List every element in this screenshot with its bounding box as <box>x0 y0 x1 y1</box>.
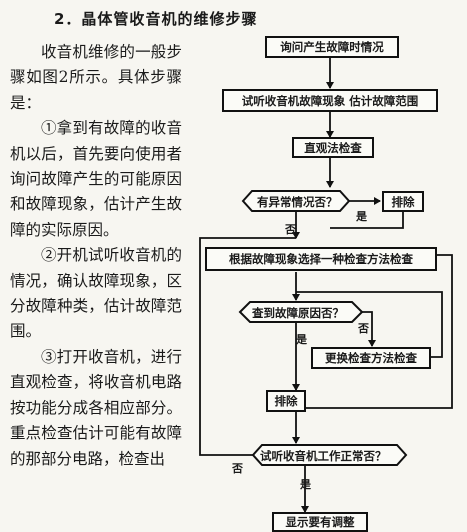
label-yes-3: 是 <box>300 478 311 491</box>
flow-step-inquire: 询问产生故障时情况 <box>265 36 399 58</box>
flow-step-listen: 试听收音机故障现象 估计故障范围 <box>222 89 438 112</box>
label-yes-1: 是 <box>356 210 367 223</box>
flow-decision-normal: 试听收音机工作正常否？ <box>260 449 387 463</box>
paragraph-step-2: ②开机试听收音机的情况，确认故障现象，区分故障种类，估计故障范围。 <box>10 246 182 341</box>
flow-decision-found: 查到故障原因否？ <box>252 306 344 320</box>
label-no-2: 否 <box>358 322 369 335</box>
paragraph-step-3: ③打开收音机，进行直观检查，将收音机电路按功能分成各相应部分。重点检查估计可能有… <box>10 347 182 468</box>
connector-step4-loop <box>305 254 453 409</box>
paragraph-intro: 收音机维修的一般步骤如图2所示。具体步骤是： <box>10 43 182 112</box>
label-yes-2: 是 <box>296 333 307 346</box>
body-text: 收音机维修的一般步骤如图2所示。具体步骤是： ①拿到有故障的收音机以后，首先要向… <box>10 40 182 472</box>
flow-step-final: 显示要有调整 <box>272 512 368 532</box>
flow-action-fix-1: 排除 <box>382 191 424 212</box>
label-no-1: 否 <box>285 223 296 236</box>
paragraph-step-1: ①拿到有故障的收音机以后，首先要向使用者询问故障产生的可能原因和故障现象，估计产… <box>10 119 182 239</box>
connector-d3-no-loop <box>199 237 296 456</box>
flow-step-choose-method: 根据故障现象选择一种检查方法检查 <box>205 247 437 271</box>
flow-action-change-method: 更换检查方法检查 <box>311 347 431 369</box>
decision-3-shape <box>251 444 408 466</box>
flow-decision-abnormal: 有异常情况否？ <box>257 195 338 209</box>
label-no-3: 否 <box>232 462 243 475</box>
flow-action-fix-2: 排除 <box>266 390 306 412</box>
flow-step-visual-check: 直观法检查 <box>292 137 374 158</box>
section-heading: 2．晶体管收音机的维修步骤 <box>54 10 258 28</box>
connector-action2-return <box>296 291 443 358</box>
connector-d2-no <box>362 311 376 347</box>
connector-action1-return <box>330 212 404 229</box>
